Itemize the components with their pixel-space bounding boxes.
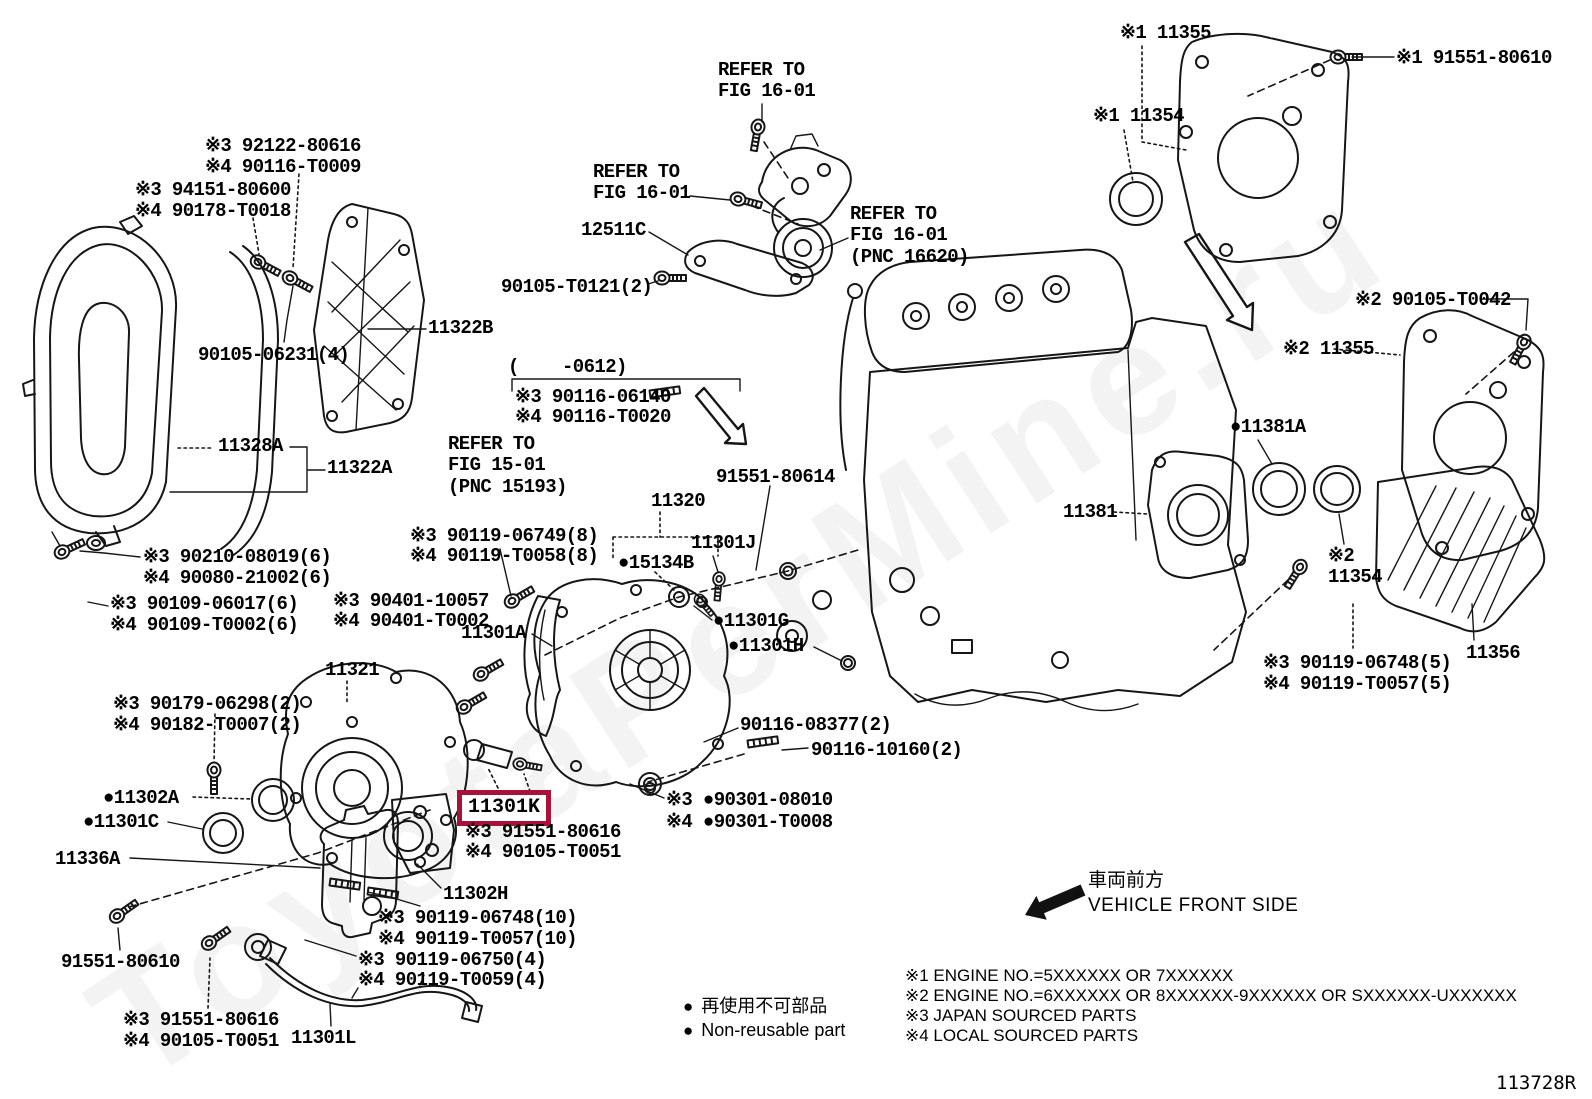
part-label: ※3 91551-80616	[465, 821, 621, 843]
part-label: ※1 11354	[1093, 105, 1185, 127]
footnote-4: ※4 LOCAL SOURCED PARTS	[905, 1026, 1139, 1045]
footnote-1: ※1 ENGINE NO.=5XXXXXX OR 7XXXXXX	[905, 966, 1234, 985]
part-label: REFER TO FIG 16-01	[718, 59, 816, 103]
part-label: ※4 90119-T0057(10)	[378, 928, 578, 950]
part-label: 90105-06231(4)	[198, 344, 350, 366]
part-label: 11302H	[443, 883, 508, 905]
part-label: ※3 90109-06017(6)	[110, 593, 299, 615]
footnote-3: ※3 JAPAN SOURCED PARTS	[905, 1006, 1137, 1025]
part-label: REFER TO FIG 16-01	[593, 161, 691, 205]
part-label: 11321	[325, 659, 380, 681]
part-label: ※3 92122-80616	[205, 135, 361, 157]
figure-ref-code: 113728R	[1496, 1072, 1577, 1094]
part-label: ●11381A	[1230, 416, 1306, 438]
legend-non-reusable-en: ● Non-reusable part	[683, 1020, 845, 1042]
part-drawing-11381-seal	[1147, 450, 1249, 579]
part-label: ※4 90105-T0051	[465, 841, 621, 863]
part-label: ※3 90119-06750(4)	[358, 949, 547, 971]
non-reusable-dot-icon: ●	[683, 997, 694, 1017]
part-label: 11381	[1063, 501, 1118, 523]
part-drawing-11355-plate-right	[1401, 309, 1545, 562]
part-label: ※3 90119-06748(5)	[1263, 652, 1452, 674]
part-drawing-11321-cover	[279, 662, 469, 880]
part-label: ※1 11355	[1120, 22, 1212, 44]
part-label: ※3 91551-80616	[123, 1009, 279, 1031]
part-label: ※4 90119-T0059(4)	[358, 969, 547, 991]
part-label: ※3 90116-06140	[515, 386, 671, 408]
part-label: 11320	[651, 490, 706, 512]
part-label: ※4 90109-T0002(6)	[110, 614, 299, 636]
part-label: ●15134B	[618, 552, 694, 574]
part-drawing-11355-plate-top	[1177, 32, 1350, 263]
part-label: 11301J	[691, 532, 756, 554]
part-drawing-11336A	[319, 805, 399, 939]
part-label: 90116-10160(2)	[811, 739, 963, 761]
part-label: 12511C	[581, 219, 646, 241]
part-drawing-belt-cover	[22, 215, 279, 557]
part-label: ※4 90119-T0058(8)	[410, 545, 599, 567]
direction-label-jp: 車両前方	[1088, 870, 1165, 891]
vehicle-front-arrow-icon	[1025, 884, 1086, 920]
part-drawing-11320-case	[523, 578, 731, 794]
part-label: ※4 90401-T0002	[333, 610, 489, 632]
part-label: 91551-80610	[61, 951, 180, 973]
part-label: 91551-80614	[716, 466, 835, 488]
part-label: ※1 91551-80610	[1396, 47, 1552, 69]
part-label: ●11302A	[103, 787, 179, 809]
part-label: ※3 90119-06749(8)	[410, 525, 599, 547]
part-label: 11322A	[327, 457, 392, 479]
part-drawing-11322B	[313, 203, 425, 434]
part-label: ※3 90179-06298(2)	[113, 693, 302, 715]
part-label: ※4 90116-T0009	[205, 156, 361, 178]
non-reusable-dot-icon: ●	[683, 1021, 694, 1041]
part-drawing-engine-mount	[757, 133, 852, 278]
part-label: 11328A	[218, 435, 283, 457]
part-label: ※2 11354	[1328, 545, 1383, 589]
part-label: 11301L	[291, 1027, 356, 1049]
part-label: 90105-T0121(2)	[501, 276, 653, 298]
part-label: ※3 ●90301-08010	[666, 789, 833, 811]
part-label: REFER TO FIG 16-01 (PNC 16620)	[850, 203, 969, 268]
part-drawing-11302H	[391, 793, 455, 874]
part-drawing-12511C	[684, 239, 814, 297]
part-label: 11322B	[428, 317, 493, 339]
legend-non-reusable-jp-text: 再使用不可部品	[701, 996, 828, 1016]
part-label: ●11301H	[728, 635, 804, 657]
part-label: ※4 90116-T0020	[515, 406, 671, 428]
highlighted-part-label: 11301K	[457, 790, 552, 826]
part-label: ※3 90401-10057	[333, 590, 489, 612]
part-label: ( -0612)	[508, 356, 627, 378]
part-label: ※4 90119-T0057(5)	[1263, 673, 1452, 695]
part-label: ※4 90178-T0018	[135, 200, 291, 222]
part-label: 11336A	[55, 848, 120, 870]
part-label: ※3 90210-08019(6)	[143, 546, 332, 568]
part-label: 90116-08377(2)	[740, 714, 892, 736]
part-label: 11301A	[461, 622, 526, 644]
part-label: ●11301C	[83, 811, 159, 833]
part-drawing-engine-block	[776, 248, 1247, 712]
part-label: ※3 90119-06748(10)	[378, 907, 578, 929]
part-label: ●11301G	[713, 610, 789, 632]
part-label: ※2 90105-T0042	[1355, 289, 1511, 311]
part-drawing-11301L-sensor	[244, 933, 483, 1023]
part-label: ※4 ●90301-T0008	[666, 811, 833, 833]
part-label: REFER TO FIG 15-01 (PNC 15193)	[448, 433, 567, 498]
part-label: 11356	[1466, 642, 1521, 664]
part-label: ※4 90182-T0007(2)	[113, 714, 302, 736]
part-label: ※4 90080-21002(6)	[143, 567, 332, 589]
legend-non-reusable-jp: ● 再使用不可部品	[683, 996, 827, 1018]
part-drawing-11356-guard	[1375, 465, 1546, 633]
part-label: ※3 94151-80600	[135, 179, 291, 201]
footnote-2: ※2 ENGINE NO.=6XXXXXX OR 8XXXXXX-9XXXXXX…	[905, 986, 1517, 1005]
legend-non-reusable-en-text: Non-reusable part	[701, 1020, 846, 1040]
part-label: ※2 11355	[1283, 338, 1375, 360]
part-label: ※4 90105-T0051	[123, 1030, 279, 1052]
direction-label-en: VEHICLE FRONT SIDE	[1088, 895, 1299, 916]
